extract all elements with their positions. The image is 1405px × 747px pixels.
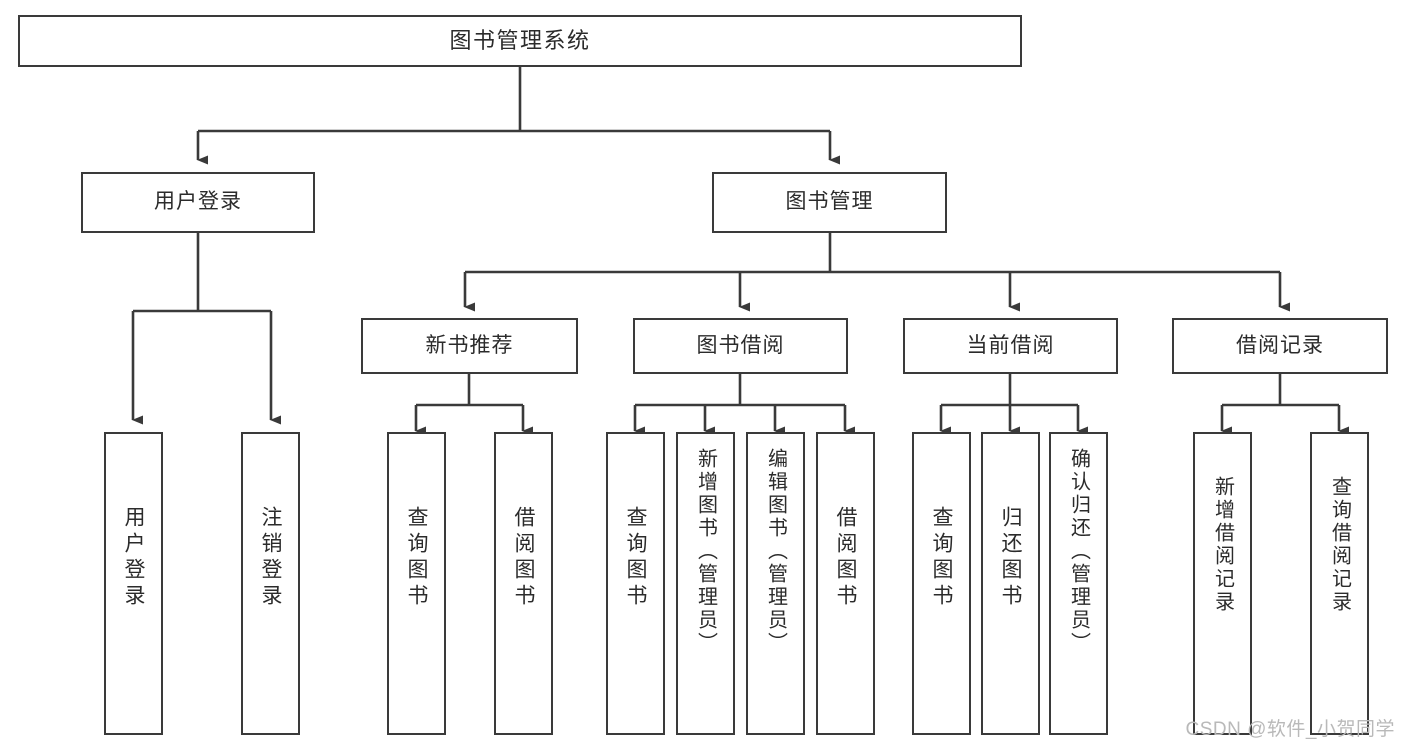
node-label: 图书借阅 (696, 333, 785, 357)
node-label: 用户登录 (154, 190, 242, 214)
node-label: 借阅图书 (834, 506, 857, 610)
node-label: 查询图书 (930, 506, 953, 610)
node-label: 图书管理系统 (449, 28, 591, 54)
leaf-new-book-borrow-book[interactable]: 借阅图书 (494, 432, 553, 735)
leaf-book-borrow-borrow-book[interactable]: 借阅图书 (816, 432, 875, 735)
node-current-borrow[interactable]: 当前借阅 (903, 318, 1118, 374)
leaf-current-borrow-confirm-return-admin[interactable]: 确认归还（管理员） (1049, 432, 1108, 735)
node-label: 确认归还（管理员） (1067, 448, 1090, 655)
node-user-login[interactable]: 用户登录 (81, 172, 315, 233)
node-label: 借阅图书 (512, 506, 535, 610)
leaf-book-borrow-add-book-admin[interactable]: 新增图书（管理员） (676, 432, 735, 735)
leaf-book-borrow-query-book[interactable]: 查询图书 (606, 432, 665, 735)
leaf-current-borrow-query-book[interactable]: 查询图书 (912, 432, 971, 735)
node-book-management[interactable]: 图书管理 (712, 172, 947, 233)
node-label: 图书管理 (785, 190, 874, 214)
node-label: 新增图书（管理员） (694, 448, 717, 655)
node-label: 查询借阅记录 (1328, 476, 1351, 614)
leaf-new-book-query-book[interactable]: 查询图书 (387, 432, 446, 735)
node-label: 借阅记录 (1236, 333, 1324, 357)
node-label: 新增借阅记录 (1211, 476, 1234, 614)
node-label: 归还图书 (999, 506, 1022, 610)
node-label: 注销登录 (259, 506, 282, 610)
leaf-user-login-logout[interactable]: 注销登录 (241, 432, 300, 735)
leaf-borrow-record-query-record[interactable]: 查询借阅记录 (1310, 432, 1369, 735)
node-label: 当前借阅 (966, 333, 1055, 357)
node-label: 编辑图书（管理员） (764, 448, 787, 655)
node-new-book-recommend[interactable]: 新书推荐 (361, 318, 578, 374)
node-label: 查询图书 (405, 506, 428, 610)
node-root-book-management-system[interactable]: 图书管理系统 (18, 15, 1022, 67)
leaf-user-login-login[interactable]: 用户登录 (104, 432, 163, 735)
node-label: 查询图书 (624, 506, 647, 610)
node-label: 用户登录 (122, 506, 145, 610)
node-borrow-record[interactable]: 借阅记录 (1172, 318, 1388, 374)
leaf-current-borrow-return-book[interactable]: 归还图书 (981, 432, 1040, 735)
leaf-borrow-record-add-record[interactable]: 新增借阅记录 (1193, 432, 1252, 735)
csdn-watermark: CSDN @软件_小贺同学 (1185, 719, 1395, 740)
leaf-book-borrow-edit-book-admin[interactable]: 编辑图书（管理员） (746, 432, 805, 735)
node-book-borrow[interactable]: 图书借阅 (633, 318, 848, 374)
node-label: 新书推荐 (425, 333, 514, 357)
